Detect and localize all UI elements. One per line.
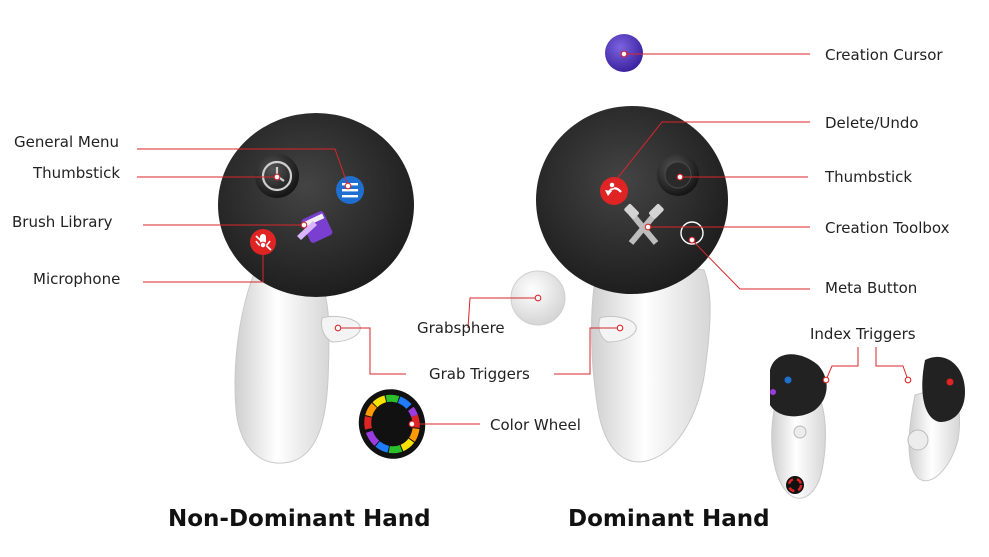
undo-icon (600, 177, 628, 205)
index-trigger-right-view (907, 356, 965, 482)
label-grab-triggers: Grab Triggers (429, 365, 530, 383)
left-controller (218, 113, 414, 464)
label-delete-undo: Delete/Undo (825, 114, 919, 132)
right-controller-handle (591, 254, 711, 463)
label-thumbstick-right: Thumbstick (825, 168, 913, 186)
label-color-wheel: Color Wheel (490, 416, 581, 434)
index-trigger-left-view (770, 354, 827, 499)
label-creation-cursor: Creation Cursor (825, 46, 943, 64)
meta-button (680, 221, 704, 245)
tools-icon (624, 204, 664, 245)
color-wheel-icon (358, 389, 426, 459)
title-dominant-hand: Dominant Hand (568, 506, 770, 532)
label-thumbstick-left: Thumbstick (33, 164, 121, 182)
menu-list-icon (336, 176, 364, 204)
label-creation-toolbox: Creation Toolbox (825, 219, 950, 237)
label-index-triggers: Index Triggers (810, 325, 916, 343)
label-brush-library: Brush Library (12, 213, 113, 231)
label-microphone: Microphone (33, 270, 121, 288)
leader-lines (137, 53, 909, 425)
brush-library-icon (297, 211, 333, 243)
label-meta-button: Meta Button (825, 279, 918, 297)
title-non-dominant-hand: Non-Dominant Hand (168, 506, 431, 532)
label-general-menu: General Menu (14, 133, 120, 151)
left-controller-face (218, 113, 414, 297)
right-controller-face (536, 106, 728, 294)
label-grabsphere: Grabsphere (417, 319, 505, 337)
leader-dots (259, 50, 912, 428)
